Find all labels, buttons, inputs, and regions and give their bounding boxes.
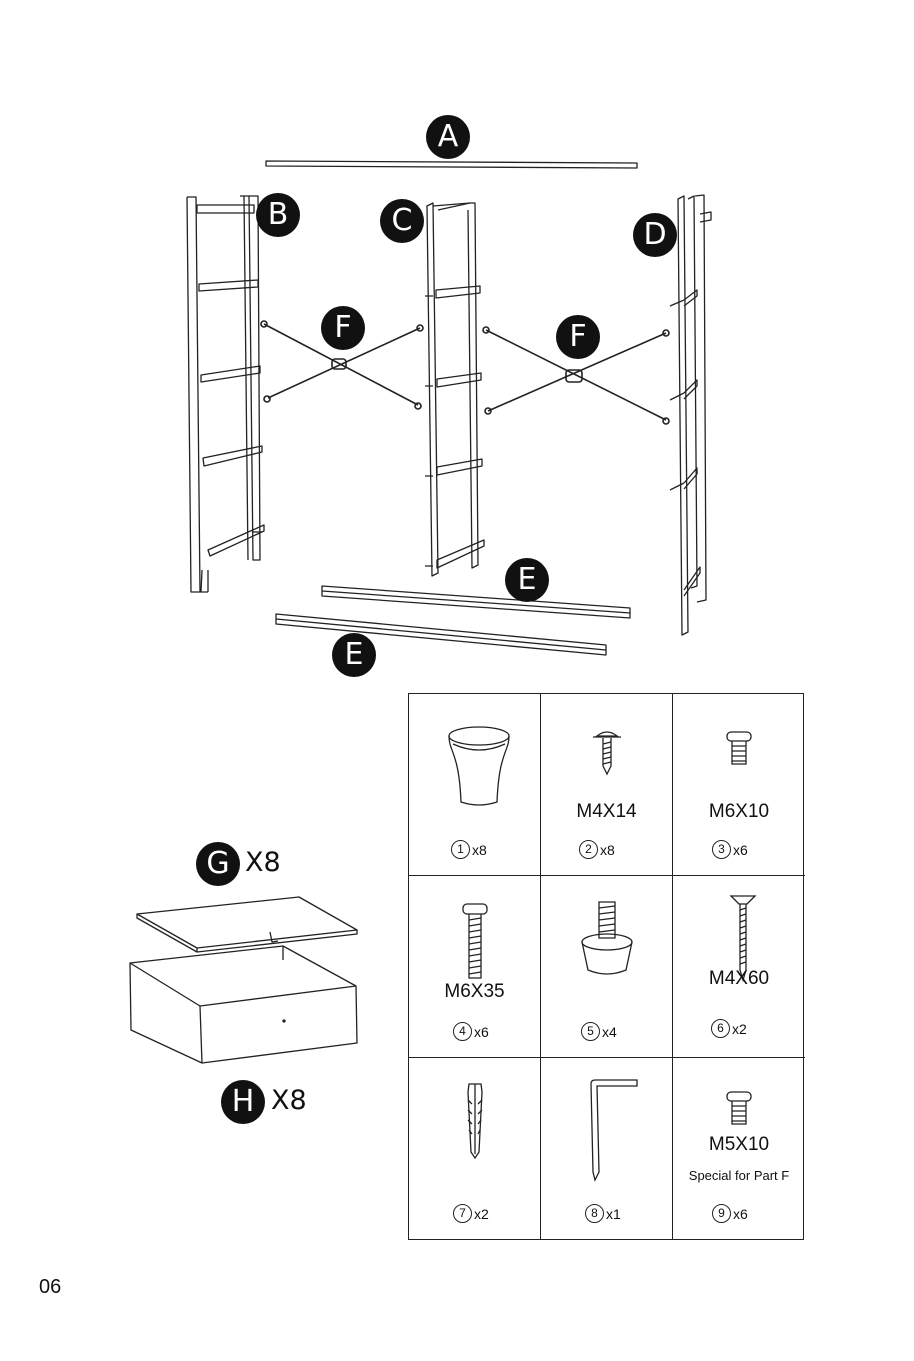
hardware-cell-9: M5X10 Special for Part F 9 x6 [673,1058,805,1240]
hardware-num-5: 5 [581,1022,600,1041]
screw-m4x14-icon [587,728,627,778]
hardware-qty-6: 6 x2 [711,1019,747,1038]
label-c: C [380,199,424,243]
part-g-panel [137,897,357,952]
bolt-m6x10-icon [719,728,759,768]
hardware-qty-4: 4 x6 [453,1022,489,1041]
hardware-count-2: x8 [600,842,615,858]
hardware-cell-3: M6X10 3 x6 [673,694,805,876]
h-quantity: X8 [271,1085,307,1116]
hardware-cell-6: M4X60 6 x2 [673,876,805,1058]
hardware-count-9: x6 [733,1206,748,1222]
part-e-rail-lower [276,614,606,655]
label-b: B [256,193,300,237]
hardware-count-1: x8 [472,842,487,858]
label-e-lower: E [332,633,376,677]
bolt-m5x10-icon [719,1088,759,1128]
hardware-count-7: x2 [474,1206,489,1222]
hardware-count-5: x4 [602,1024,617,1040]
hardware-cell-5: 5 x4 [541,876,673,1058]
hardware-count-8: x1 [606,1206,621,1222]
hardware-count-3: x6 [733,842,748,858]
hardware-count-4: x6 [474,1024,489,1040]
hardware-num-2: 2 [579,840,598,859]
hardware-num-8: 8 [585,1204,604,1223]
hardware-table: 1 x8 M4X14 2 x8 M6X10 3 [408,693,804,1240]
allen-key-icon [581,1076,641,1186]
label-f-right: F [556,315,600,359]
wall-anchor-icon [455,1082,495,1162]
hardware-num-9: 9 [712,1204,731,1223]
hardware-qty-8: 8 x1 [585,1204,621,1223]
hardware-count-6: x2 [732,1021,747,1037]
part-c-center-frame [425,203,484,576]
label-g: G [196,842,240,886]
hardware-qty-1: 1 x8 [451,840,487,859]
part-d-right-frame [670,195,711,635]
part-h-drawer-box [130,946,357,1063]
part-b-left-frame [187,196,264,592]
hardware-num-4: 4 [453,1022,472,1041]
hardware-cell-2: M4X14 2 x8 [541,694,673,876]
leveling-foot-icon [572,898,642,978]
hardware-qty-9: 9 x6 [712,1204,748,1223]
hardware-qty-7: 7 x2 [453,1204,489,1223]
label-a: A [426,115,470,159]
hardware-cell-1: 1 x8 [409,694,541,876]
hardware-code-9: M5X10 [673,1134,805,1156]
bolt-m6x35-icon [455,902,495,982]
hardware-qty-2: 2 x8 [579,840,615,859]
hardware-qty-5: 5 x4 [581,1022,617,1041]
hardware-note-9: Special for Part F [673,1168,805,1183]
g-quantity: X8 [245,847,281,878]
part-e-rail-upper [322,586,630,618]
label-d: D [633,213,677,257]
label-h: H [221,1080,265,1124]
hardware-num-7: 7 [453,1204,472,1223]
knob-icon [439,722,519,812]
hardware-code-2: M4X14 [541,801,672,823]
hardware-cell-4: M6X35 4 x6 [409,876,541,1058]
hardware-code-6: M4X60 [673,968,805,990]
hardware-cell-7: 7 x2 [409,1058,541,1240]
page-number: 06 [39,1276,61,1299]
hardware-qty-3: 3 x6 [712,840,748,859]
label-e-upper: E [505,558,549,602]
part-a-top-bar [266,161,637,168]
hardware-num-6: 6 [711,1019,730,1038]
hardware-cell-8: 8 x1 [541,1058,673,1240]
hardware-num-3: 3 [712,840,731,859]
hardware-num-1: 1 [451,840,470,859]
hardware-code-4: M6X35 [409,981,540,1003]
hardware-code-3: M6X10 [673,801,805,823]
label-f-left: F [321,306,365,350]
